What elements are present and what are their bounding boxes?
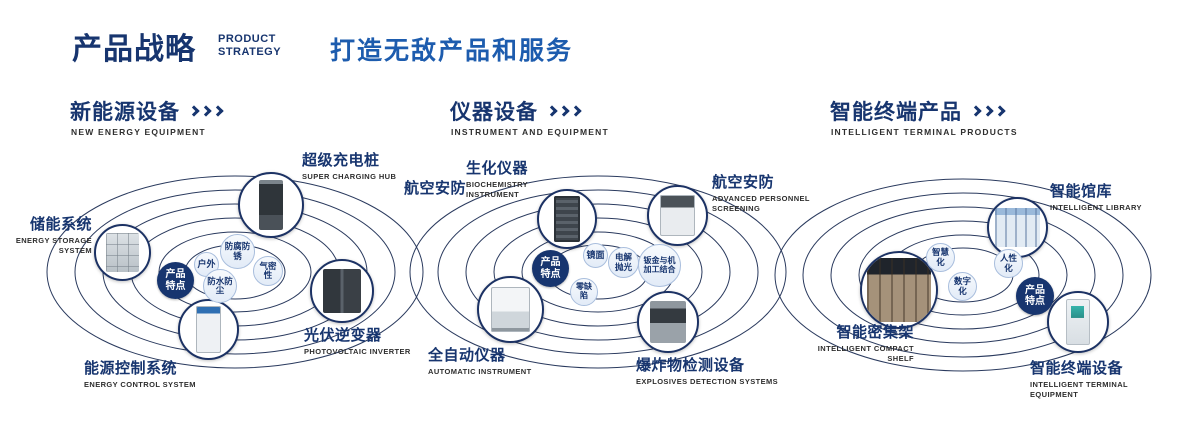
personnel-screening-image xyxy=(659,194,696,237)
feature-badge-instruments: 产品特点 xyxy=(532,250,569,287)
product-label-super-charging: 超级充电桩 SUPER CHARGING HUB xyxy=(302,152,417,182)
product-name: 全自动仪器 xyxy=(428,347,506,364)
product-name-en: INTELLIGENT COMPACT SHELF xyxy=(817,344,914,363)
feature-badge-intelligent: 产品特点 xyxy=(1016,277,1054,315)
product-name-en: ENERGY CONTROL SYSTEM xyxy=(84,380,196,389)
product-name: 航空安防 xyxy=(712,174,775,191)
product-label-energy-storage: 储能系统 ENERGY STORAGE SYSTEM xyxy=(10,216,92,256)
automatic-instrument-image xyxy=(490,286,531,333)
energy-storage-image xyxy=(106,233,139,272)
product-circle-biochemistry xyxy=(537,189,597,249)
feature-badge-new-energy: 产品特点 xyxy=(157,262,194,299)
product-name-en: ENERGY STORAGE SYSTEM xyxy=(15,236,92,255)
chevron-icon xyxy=(212,105,224,117)
page-subtitle: PRODUCT STRATEGY xyxy=(218,33,281,58)
compact-shelf-image xyxy=(867,258,931,322)
feature-bubble: 电解抛光 xyxy=(608,247,639,278)
section-header-instruments: 仪器设备 xyxy=(450,96,582,126)
energy-control-system-image xyxy=(195,306,222,353)
product-name-en: INTELLIGENT LIBRARY xyxy=(1050,203,1142,212)
triple-chevron-icon xyxy=(546,105,582,117)
chevron-icon xyxy=(558,105,570,117)
chevron-icon xyxy=(546,105,558,117)
triple-chevron-icon xyxy=(188,105,224,117)
feature-bubble: 数字化 xyxy=(948,272,977,301)
product-name-en: INTELLIGENT TERMINAL EQUIPMENT xyxy=(1030,380,1128,399)
chevron-icon xyxy=(970,105,982,117)
product-circle-intelligent-library xyxy=(987,197,1048,258)
product-label-personnel-screening: 航空安防 ADVANCED PERSONNEL SCREENING xyxy=(712,174,822,214)
product-name-en: PHOTOVOLTAIC INVERTER xyxy=(304,347,411,356)
product-name-en: SUPER CHARGING HUB xyxy=(302,172,397,181)
product-circle-personnel-screening xyxy=(647,185,708,246)
product-name-en: ADVANCED PERSONNEL SCREENING xyxy=(712,194,810,213)
product-circle-super-charging xyxy=(238,172,304,238)
product-label-explosives-detection: 爆炸物检测设备 EXPLOSIVES DETECTION SYSTEMS xyxy=(636,357,781,387)
feature-bubble: 防腐防锈 xyxy=(220,234,255,269)
chevron-icon xyxy=(982,105,994,117)
product-name: 超级充电桩 xyxy=(302,152,380,169)
chevron-icon xyxy=(570,105,582,117)
biochemistry-instrument-image xyxy=(553,196,581,242)
intelligent-terminal-image xyxy=(1065,298,1091,346)
product-name-en: BIOCHEMISTRY INSTRUMENT xyxy=(466,180,528,199)
product-name: 智能馆库 xyxy=(1050,183,1113,200)
explosives-detection-image xyxy=(650,301,686,343)
section-header-intelligent: 智能终端产品 xyxy=(830,96,1006,126)
product-label-automatic-instrument: 全自动仪器 AUTOMATIC INSTRUMENT xyxy=(428,347,543,377)
product-label-intelligent-terminal: 智能终端设备 INTELLIGENT TERMINAL EQUIPMENT xyxy=(1030,360,1175,400)
side-label-aviation-security: 航空安防 xyxy=(404,180,467,197)
product-name: 生化仪器 xyxy=(466,160,529,177)
product-circle-energy-control xyxy=(178,299,239,360)
section-header-new-energy: 新能源设备 xyxy=(70,96,224,126)
product-label-intelligent-library: 智能馆库 INTELLIGENT LIBRARY xyxy=(1050,183,1160,213)
product-circle-compact-shelf xyxy=(860,251,938,329)
page-title: 产品战略 xyxy=(72,33,196,66)
product-circle-pv-inverter xyxy=(310,259,374,323)
product-name-en: AUTOMATIC INSTRUMENT xyxy=(428,367,532,376)
section-subtitle-intelligent: INTELLIGENT TERMINAL PRODUCTS xyxy=(831,127,1018,137)
section-subtitle-instruments: INSTRUMENT AND EQUIPMENT xyxy=(451,127,609,137)
product-name-en: EXPLOSIVES DETECTION SYSTEMS xyxy=(636,377,779,386)
product-label-compact-shelf: 智能密集架 INTELLIGENT COMPACT SHELF xyxy=(800,324,914,364)
super-charging-hub-image xyxy=(259,180,283,230)
product-name: 智能密集架 xyxy=(836,324,914,341)
feature-bubble: 气密性 xyxy=(253,256,283,286)
product-label-biochemistry: 生化仪器 BIOCHEMISTRY INSTRUMENT xyxy=(466,160,562,200)
product-name: 智能终端设备 xyxy=(1030,360,1124,377)
product-circle-energy-storage xyxy=(94,224,151,281)
chevron-icon xyxy=(994,105,1006,117)
feature-badge-label: 产品特点 xyxy=(1025,284,1045,308)
product-label-pv-inverter: 光伏逆变器 PHOTOVOLTAIC INVERTER xyxy=(304,327,419,357)
product-label-energy-control: 能源控制系统 ENERGY CONTROL SYSTEM xyxy=(84,360,214,390)
feature-badge-label: 产品特点 xyxy=(165,269,186,292)
triple-chevron-icon xyxy=(970,105,1006,117)
page-subtitle-line2: STRATEGY xyxy=(218,45,282,58)
product-circle-automatic-instrument xyxy=(477,276,544,343)
photovoltaic-inverter-image xyxy=(323,269,361,313)
feature-bubble: 防水防尘 xyxy=(203,269,237,303)
section-title-intelligent: 智能终端产品 xyxy=(830,101,962,124)
chevron-icon xyxy=(188,105,200,117)
page-tagline: 打造无敌产品和服务 xyxy=(330,37,574,65)
product-circle-intelligent-terminal xyxy=(1047,291,1109,353)
product-name: 光伏逆变器 xyxy=(304,327,382,344)
product-name: 能源控制系统 xyxy=(84,360,178,377)
feature-bubble: 人性化 xyxy=(994,249,1023,278)
product-circle-explosives-detection xyxy=(637,291,699,353)
feature-bubble: 智慧化 xyxy=(926,243,955,272)
section-title-new-energy: 新能源设备 xyxy=(70,101,180,124)
section-title-instruments: 仪器设备 xyxy=(450,101,538,124)
product-name: 储能系统 xyxy=(29,216,92,233)
feature-bubble: 钣金与机加工结合 xyxy=(638,244,681,287)
feature-bubble: 镜面 xyxy=(583,243,608,268)
product-name: 爆炸物检测设备 xyxy=(636,357,745,374)
chevron-icon xyxy=(200,105,212,117)
intelligent-library-image xyxy=(995,207,1040,248)
feature-badge-label: 产品特点 xyxy=(540,257,561,280)
section-subtitle-new-energy: NEW ENERGY EQUIPMENT xyxy=(71,127,206,137)
page-subtitle-line1: PRODUCT xyxy=(218,33,276,45)
feature-bubble: 零缺陷 xyxy=(570,278,598,306)
